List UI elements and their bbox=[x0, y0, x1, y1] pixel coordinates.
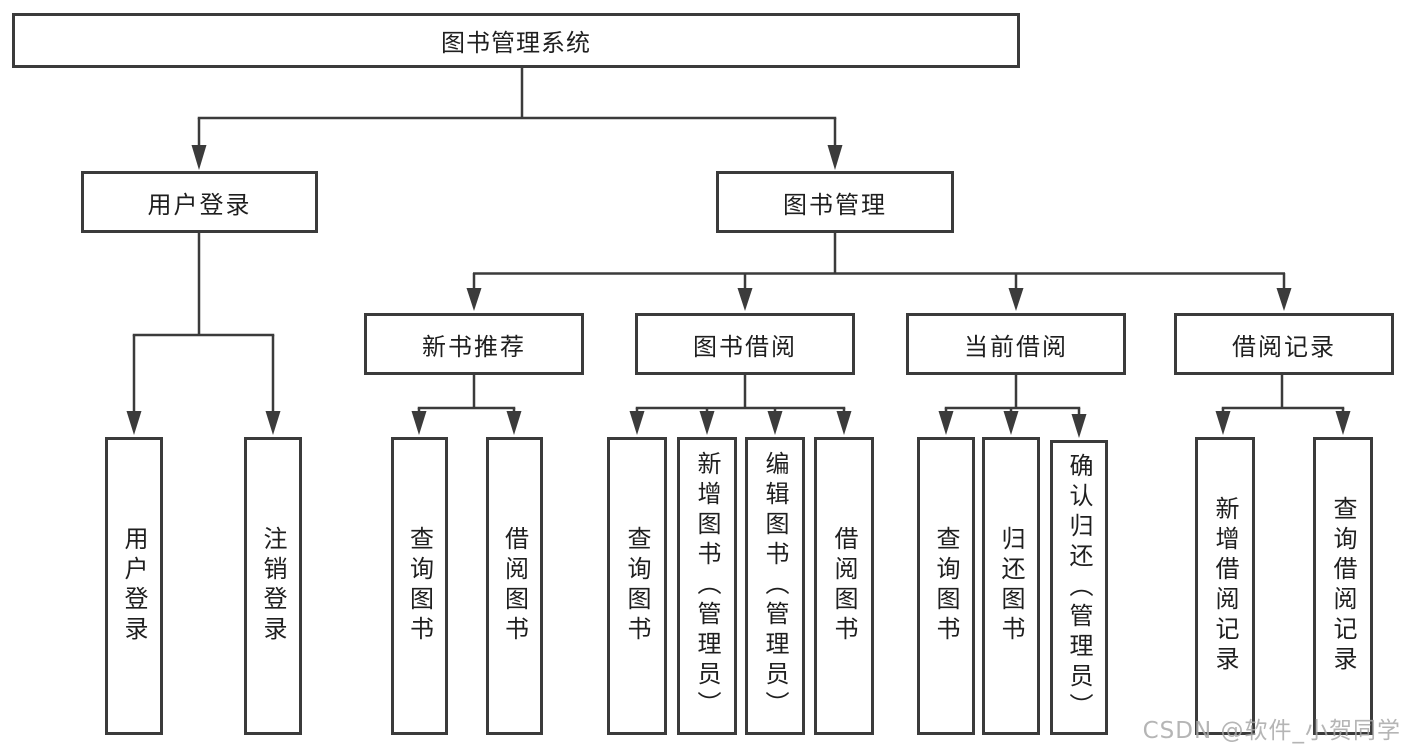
leaf-label-edit-book-admin: 编辑图书（管理员） bbox=[761, 451, 789, 721]
leaf-label-return-book: 归还图书 bbox=[997, 526, 1025, 646]
leaf-box-borrow-book: 借阅图书 bbox=[814, 437, 874, 735]
leaf-box-add-borrow-record: 新增借阅记录 bbox=[1195, 437, 1255, 735]
leaf-box-current-query-book: 查询图书 bbox=[917, 437, 975, 735]
node-label-current-borrow: 当前借阅 bbox=[964, 332, 1068, 361]
leaf-label-add-borrow-record: 新增借阅记录 bbox=[1211, 496, 1239, 676]
node-label-user-login: 用户登录 bbox=[147, 190, 252, 219]
node-box-borrow-records: 借阅记录 bbox=[1174, 313, 1394, 375]
node-box-current-borrow: 当前借阅 bbox=[906, 313, 1126, 375]
leaf-label-recommend-borrow-book: 借阅图书 bbox=[500, 526, 529, 646]
leaf-box-borrow-query-book: 查询图书 bbox=[607, 437, 667, 735]
leaf-box-query-borrow-record: 查询借阅记录 bbox=[1313, 437, 1373, 735]
leaf-label-borrow-query-book: 查询图书 bbox=[623, 526, 651, 646]
node-box-library-system: 图书管理系统 bbox=[12, 13, 1020, 68]
leaf-label-confirm-return-admin: 确认归还（管理员） bbox=[1065, 452, 1093, 723]
leaf-box-logout: 注销登录 bbox=[244, 437, 302, 735]
leaf-label-user-login: 用户登录 bbox=[120, 526, 148, 646]
leaf-label-borrow-book: 借阅图书 bbox=[830, 526, 858, 646]
leaf-box-add-book-admin: 新增图书（管理员） bbox=[677, 437, 737, 735]
node-box-new-book-recommend: 新书推荐 bbox=[364, 313, 584, 375]
node-label-book-management: 图书管理 bbox=[783, 190, 887, 219]
csdn-watermark: CSDN @软件_小贺同学 bbox=[1142, 718, 1401, 744]
leaf-box-edit-book-admin: 编辑图书（管理员） bbox=[745, 437, 805, 735]
leaf-box-confirm-return-admin: 确认归还（管理员） bbox=[1050, 440, 1108, 735]
node-box-user-login: 用户登录 bbox=[81, 171, 318, 233]
node-label-library-system: 图书管理系统 bbox=[441, 29, 591, 57]
leaf-box-return-book: 归还图书 bbox=[982, 437, 1040, 735]
leaf-box-recommend-query-book: 查询图书 bbox=[391, 437, 448, 735]
node-label-new-book-recommend: 新书推荐 bbox=[422, 332, 526, 361]
leaf-label-add-book-admin: 新增图书（管理员） bbox=[693, 451, 721, 721]
node-label-book-borrow: 图书借阅 bbox=[693, 332, 797, 361]
node-label-borrow-records: 借阅记录 bbox=[1232, 332, 1336, 361]
leaf-label-recommend-query-book: 查询图书 bbox=[405, 526, 434, 646]
node-box-book-management: 图书管理 bbox=[716, 171, 954, 233]
leaf-label-current-query-book: 查询图书 bbox=[932, 526, 960, 646]
leaf-label-logout: 注销登录 bbox=[259, 526, 287, 646]
leaf-box-recommend-borrow-book: 借阅图书 bbox=[486, 437, 543, 735]
node-box-book-borrow: 图书借阅 bbox=[635, 313, 855, 375]
leaf-label-query-borrow-record: 查询借阅记录 bbox=[1329, 496, 1357, 676]
leaf-box-user-login: 用户登录 bbox=[105, 437, 163, 735]
